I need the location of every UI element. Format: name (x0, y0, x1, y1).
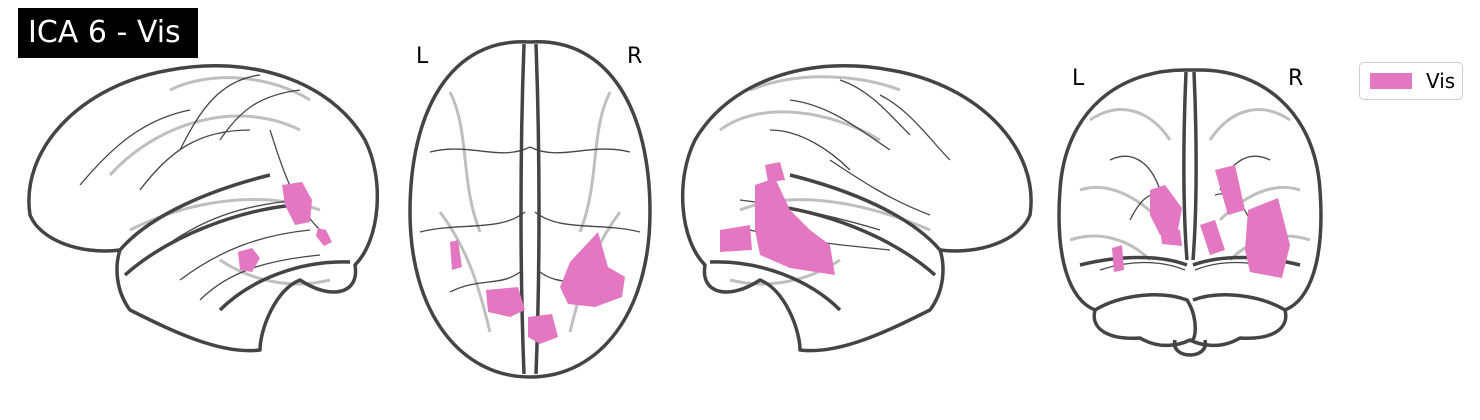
figure-title: ICA 6 - Vis (18, 8, 198, 58)
activation-blob (1200, 220, 1225, 255)
activation-blob (238, 248, 260, 272)
activation-blobs (720, 162, 835, 275)
coronal-left-label: L (1072, 66, 1085, 91)
activation-blobs (450, 232, 625, 344)
activation-blob (1160, 228, 1182, 246)
activation-blob (486, 287, 525, 317)
activation-blob (720, 225, 752, 252)
legend: Vis (1359, 62, 1463, 100)
axial-right-label: R (627, 44, 643, 69)
activation-blob (755, 178, 835, 275)
legend-swatch (1370, 73, 1412, 89)
activation-blob (1215, 165, 1245, 215)
axial-left-label: L (416, 44, 429, 69)
activation-blob (528, 314, 558, 344)
coronal-view (1057, 68, 1323, 357)
activation-blob (1245, 198, 1290, 278)
activation-blob (282, 182, 312, 225)
activation-blobs (238, 182, 332, 272)
coronal-right-label: R (1288, 66, 1304, 91)
axial-view (408, 40, 652, 379)
sagittal-right-view (680, 63, 1033, 353)
legend-label: Vis (1426, 69, 1456, 93)
activation-blob (450, 240, 462, 270)
sagittal-left-view (27, 63, 380, 353)
activation-blob (1150, 185, 1182, 235)
activation-blob (560, 232, 625, 307)
activation-blob (316, 228, 332, 246)
activation-blob (765, 162, 785, 182)
activation-blob (1112, 245, 1124, 272)
activation-blobs (1112, 165, 1290, 278)
